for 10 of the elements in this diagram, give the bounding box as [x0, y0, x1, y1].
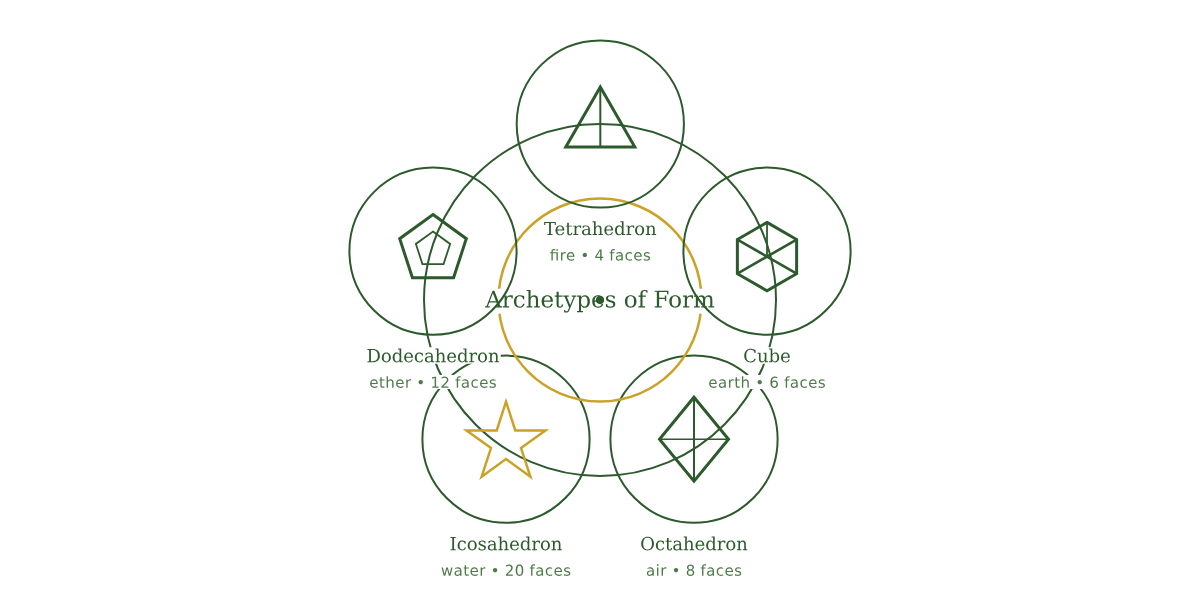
node-heading: Tetrahedron [542, 220, 658, 237]
node-caption: water • 20 faces [439, 563, 573, 578]
node-heading: Icosahedron [448, 535, 564, 552]
node-caption: air • 8 faces [644, 563, 744, 578]
node-caption: fire • 4 faces [548, 247, 652, 262]
node-caption: ether • 12 faces [368, 375, 498, 390]
node-caption: earth • 6 faces [707, 375, 827, 390]
node-heading: Octahedron [639, 535, 749, 552]
node-heading: Cube [742, 347, 792, 364]
node-heading: Dodecahedron [365, 347, 501, 364]
